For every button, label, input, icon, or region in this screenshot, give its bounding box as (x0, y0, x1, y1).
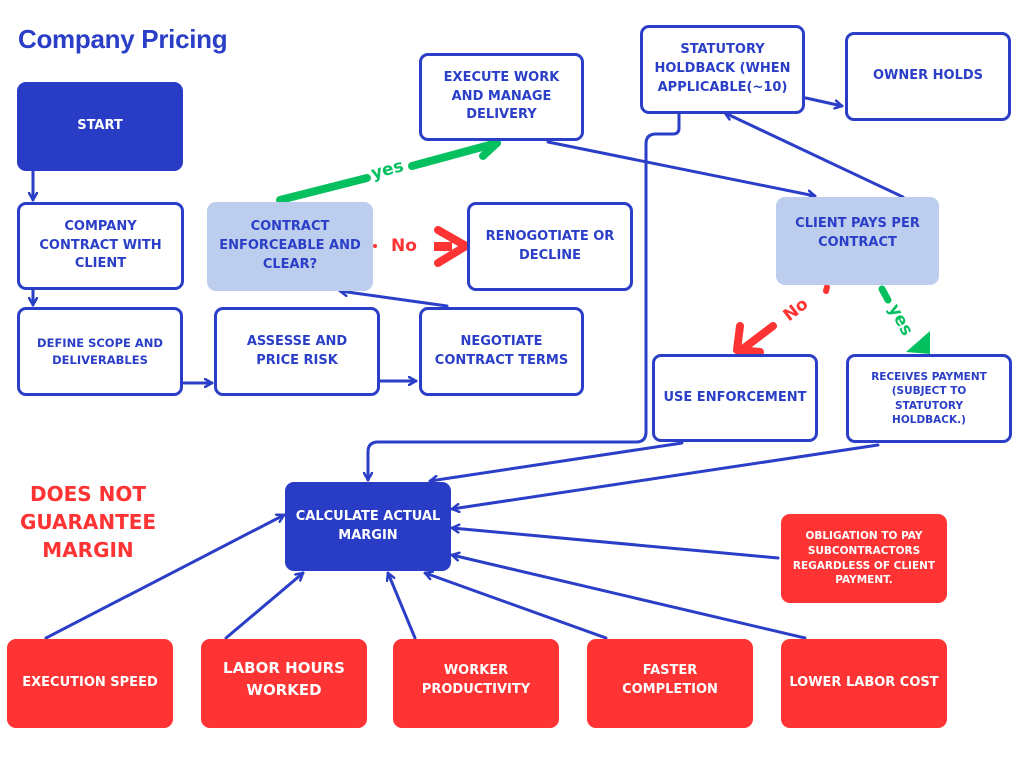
node-owner-holds[interactable]: OWNER HOLDS (845, 32, 1011, 121)
label-no-enforceable: No (391, 236, 417, 256)
node-worker-productivity[interactable]: WORKER PRODUCTIVITY (393, 639, 559, 728)
node-calculate-margin[interactable]: CALCULATE ACTUAL MARGIN (285, 482, 451, 571)
node-company-contract[interactable]: COMPANY CONTRACT WITH CLIENT (17, 202, 184, 290)
node-negotiate-terms-label: NEGOTIATE CONTRACT TERMS (434, 333, 569, 368)
node-client-pays-label: CLIENT PAYS PER CONTRACT (795, 216, 920, 250)
node-contract-enforceable[interactable]: CONTRACT ENFORCEABLE AND CLEAR? (207, 202, 373, 291)
node-assess-risk-label: ASSESSE AND PRICE RISK (246, 333, 348, 368)
edge-receives-to-margin (450, 443, 880, 509)
edge-speed-to-margin (44, 515, 286, 640)
node-faster-completion-label: FASTER COMPLETION (622, 662, 718, 697)
edge-clientpays-to-holdback (723, 113, 905, 199)
edge-holdback-to-owner (804, 96, 844, 106)
node-start[interactable]: START (17, 82, 183, 171)
page-title: Company Pricing (18, 24, 228, 54)
node-lower-labor-cost-label: LOWER LABOR COST (789, 675, 939, 691)
node-contract-enforceable-label: CONTRACT ENFORCEABLE AND CLEAR? (219, 219, 361, 272)
node-receives-payment-label: RECEIVES PAYMENT (SUBJECT TO STATUTORY H… (871, 371, 987, 426)
node-define-scope-label: DEFINE SCOPE AND DELIVERABLES (37, 335, 163, 367)
node-assess-risk[interactable]: ASSESSE AND PRICE RISK (214, 307, 380, 396)
node-statutory-holdback[interactable]: STATUTORY HOLDBACK (WHEN APPLICABLE(~10) (640, 25, 805, 114)
edge-yes-clientpays-to-receives (878, 285, 930, 354)
node-start-label: START (77, 118, 123, 134)
edge-negotiate-to-enforceable (338, 291, 449, 308)
node-receives-payment[interactable]: RECEIVES PAYMENT (SUBJECT TO STATUTORY H… (846, 354, 1012, 443)
edge-execute-to-clientpays (546, 140, 817, 196)
node-obligation-subcontractors-label: OBLIGATION TO PAY SUBCONTRACTORS REGARDL… (792, 530, 936, 587)
node-negotiate-terms[interactable]: NEGOTIATE CONTRACT TERMS (419, 307, 584, 396)
node-execute-work-label: EXECUTE WORK AND MANAGE DELIVERY (443, 69, 560, 123)
node-worker-productivity-label: WORKER PRODUCTIVITY (421, 662, 531, 697)
node-faster-completion[interactable]: FASTER COMPLETION (587, 639, 753, 728)
edge-no-clientpays-to-enforcement (733, 284, 830, 356)
node-execution-speed-label: EXECUTION SPEED (22, 675, 158, 691)
edge-productivity-to-margin (388, 571, 417, 640)
edge-faster-to-margin (423, 573, 608, 640)
node-renegotiate[interactable]: RENOGOTIATE OR DECLINE (467, 202, 633, 291)
edge-laborhours-to-margin (224, 571, 305, 640)
node-statutory-holdback-label: STATUTORY HOLDBACK (WHEN APPLICABLE(~10) (654, 42, 791, 95)
node-renegotiate-label: RENOGOTIATE OR DECLINE (485, 228, 615, 263)
edge-lowercost-to-margin (450, 555, 807, 640)
node-labor-hours-label: LABOR HOURS WORKED (223, 658, 345, 699)
node-execute-work[interactable]: EXECUTE WORK AND MANAGE DELIVERY (419, 53, 584, 141)
node-define-scope[interactable]: DEFINE SCOPE AND DELIVERABLES (17, 307, 183, 396)
node-use-enforcement-label: USE ENFORCEMENT (663, 389, 807, 405)
node-calculate-margin-label: CALCULATE ACTUAL MARGIN (295, 508, 441, 543)
node-execution-speed[interactable]: EXECUTION SPEED (7, 639, 173, 728)
node-company-contract-label: COMPANY CONTRACT WITH CLIENT (39, 218, 162, 272)
edge-obligation-to-margin (450, 528, 780, 560)
edge-holdback-to-margin (368, 112, 681, 482)
edge-enforcement-to-margin (428, 441, 684, 481)
node-owner-holds-label: OWNER HOLDS (872, 68, 984, 84)
node-lower-labor-cost[interactable]: LOWER LABOR COST (781, 639, 947, 728)
node-labor-hours[interactable]: LABOR HOURS WORKED (201, 639, 367, 728)
node-use-enforcement[interactable]: USE ENFORCEMENT (652, 354, 818, 442)
margin-warning: DOES NOT GUARANTEE MARGIN (19, 482, 157, 562)
edge-no-enforceable-to-renegotiate (373, 226, 470, 267)
node-client-pays[interactable]: CLIENT PAYS PER CONTRACT (776, 197, 939, 285)
node-obligation-subcontractors[interactable]: OBLIGATION TO PAY SUBCONTRACTORS REGARDL… (781, 514, 947, 603)
